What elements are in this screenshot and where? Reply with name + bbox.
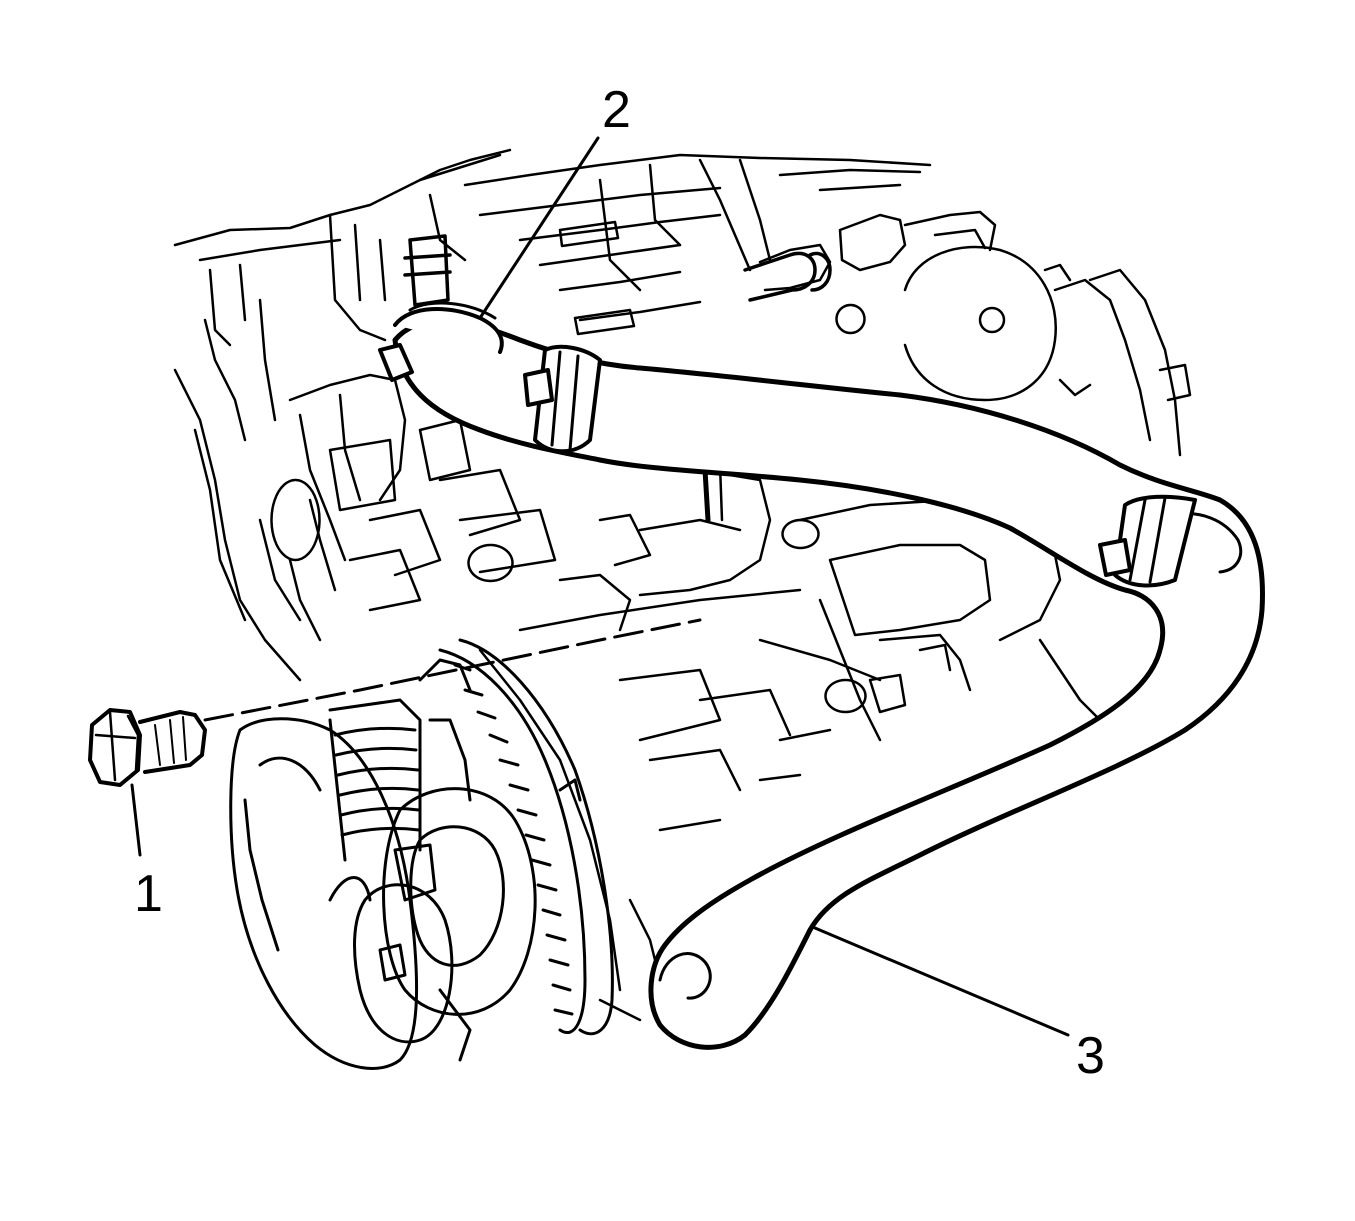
upper-pipe — [403, 234, 832, 307]
install-path-dashed-line — [203, 618, 702, 722]
callout-3-leader — [813, 926, 1070, 1037]
pulley-assembly — [229, 638, 614, 1070]
coolant-hose — [392, 318, 1265, 1050]
callout-label-3: 3 — [1076, 1027, 1105, 1085]
callout-2-leader — [478, 136, 600, 320]
hose-clamp — [378, 301, 1197, 588]
callout-label-1: 1 — [134, 865, 163, 923]
callout-label-2: 2 — [602, 81, 631, 139]
engine-block — [173, 148, 1192, 1022]
callout-1-leader — [130, 783, 142, 857]
bolt — [88, 708, 207, 787]
callout-leaders — [130, 136, 1070, 1037]
